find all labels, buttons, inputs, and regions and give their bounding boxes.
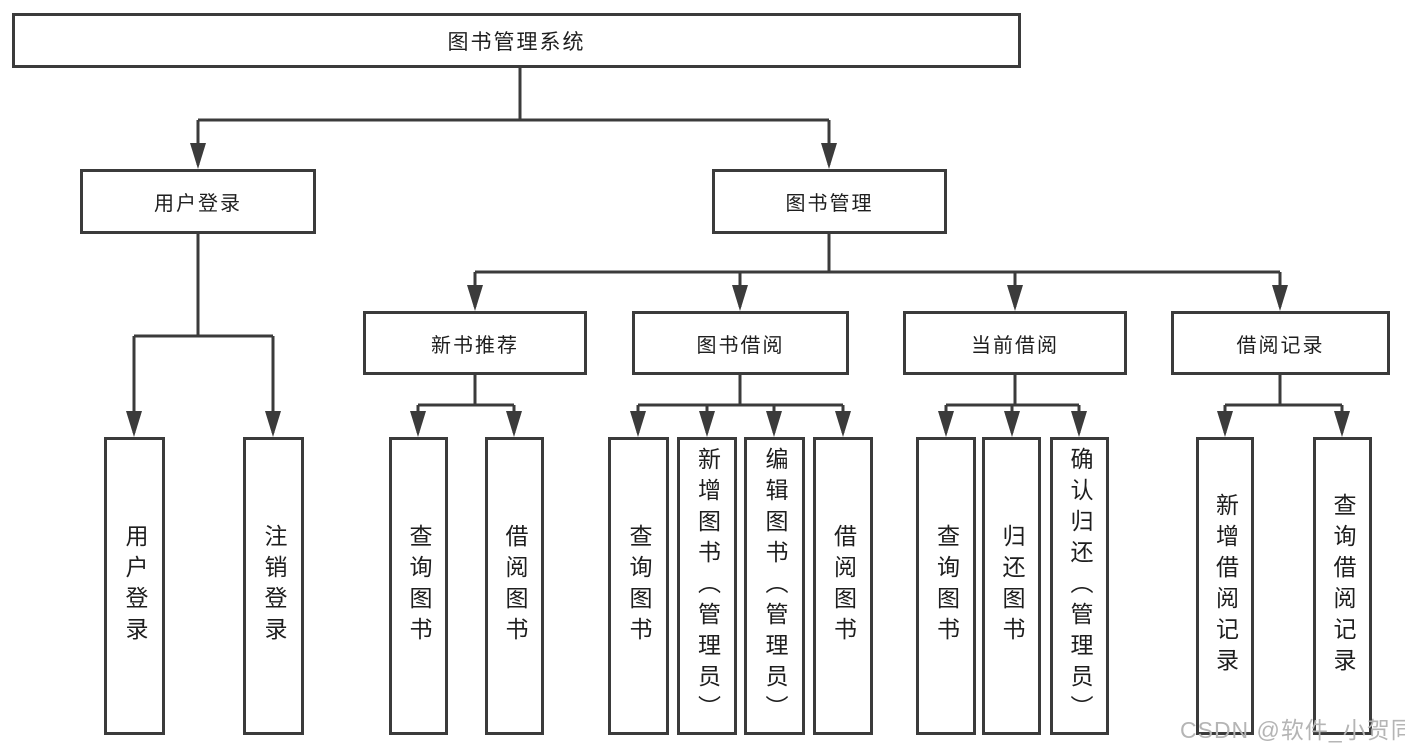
leaf-query-borrow-record: 查询借阅记录	[1313, 437, 1372, 735]
leaf-confirm-return-admin: 确认归还（管理员）	[1050, 437, 1109, 735]
node-book-borrowing: 图书借阅	[632, 311, 849, 375]
leaf-borrow-books-recommend: 借阅图书	[485, 437, 544, 735]
node-label: 当前借阅	[971, 334, 1059, 357]
leaf-query-books-recommend: 查询图书	[389, 437, 448, 735]
node-label: 借阅图书	[502, 524, 528, 648]
node-label: 用户登录	[122, 524, 148, 648]
node-label: 借阅记录	[1236, 334, 1325, 357]
node-label: 编辑图书（管理员）	[762, 446, 788, 726]
node-user-login: 用户登录	[80, 169, 316, 234]
node-borrowing-records: 借阅记录	[1171, 311, 1390, 375]
node-new-book-recommendation: 新书推荐	[363, 311, 587, 375]
node-current-borrowing: 当前借阅	[903, 311, 1127, 375]
node-label: 借阅图书	[830, 524, 857, 648]
node-label: 新增图书（管理员）	[694, 446, 721, 726]
node-book-management: 图书管理	[712, 169, 947, 234]
leaf-return-books: 归还图书	[982, 437, 1041, 735]
node-label: 新书推荐	[431, 334, 519, 357]
leaf-edit-books-admin: 编辑图书（管理员）	[744, 437, 805, 735]
leaf-add-books-admin: 新增图书（管理员）	[677, 437, 737, 735]
node-label: 查询图书	[933, 524, 960, 648]
leaf-user-login: 用户登录	[104, 437, 165, 735]
node-label: 确认归还（管理员）	[1067, 446, 1093, 726]
node-label: 归还图书	[999, 524, 1025, 648]
leaf-query-books-current: 查询图书	[916, 437, 976, 735]
leaf-borrow-books: 借阅图书	[813, 437, 873, 735]
leaf-query-books-borrowing: 查询图书	[608, 437, 669, 735]
node-label: 注销登录	[261, 524, 287, 648]
node-label: 查询图书	[626, 524, 652, 648]
node-label: 新增借阅记录	[1212, 493, 1239, 679]
node-label: 查询借阅记录	[1330, 493, 1356, 679]
node-label: 用户登录	[154, 193, 242, 215]
node-label: 查询图书	[406, 524, 432, 648]
csdn-watermark: CSDN @软件_小贺同学	[1180, 717, 1405, 743]
node-label: 图书管理	[785, 193, 874, 215]
node-library-management-system: 图书管理系统	[12, 13, 1021, 68]
node-label: 图书借阅	[696, 334, 785, 357]
leaf-logout: 注销登录	[243, 437, 304, 735]
leaf-add-borrow-record: 新增借阅记录	[1196, 437, 1254, 735]
node-label: 图书管理系统	[447, 30, 586, 54]
